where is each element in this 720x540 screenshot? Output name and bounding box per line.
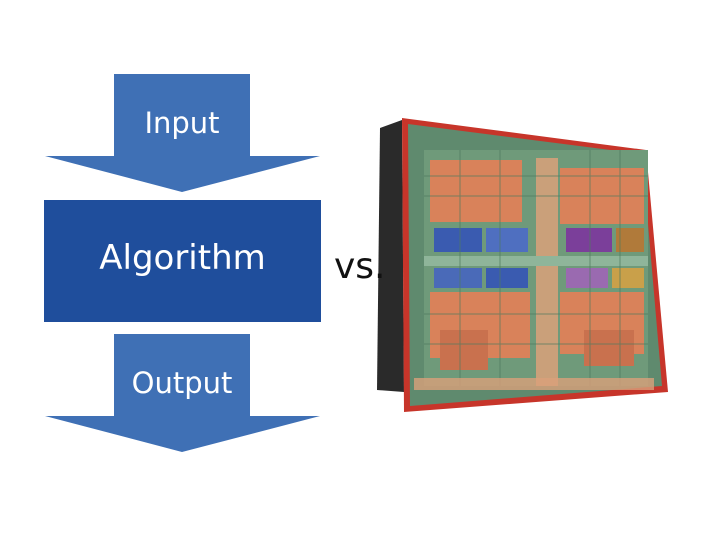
algorithm-label: Algorithm: [99, 238, 266, 278]
processor-die-image: [377, 118, 668, 412]
output-label: Output: [131, 366, 233, 400]
input-label: Input: [144, 106, 220, 140]
input-arrow: [45, 74, 320, 192]
output-arrow: [45, 334, 320, 452]
comparison-label: vs.: [334, 246, 386, 287]
algorithm-box: Algorithm: [44, 200, 321, 322]
